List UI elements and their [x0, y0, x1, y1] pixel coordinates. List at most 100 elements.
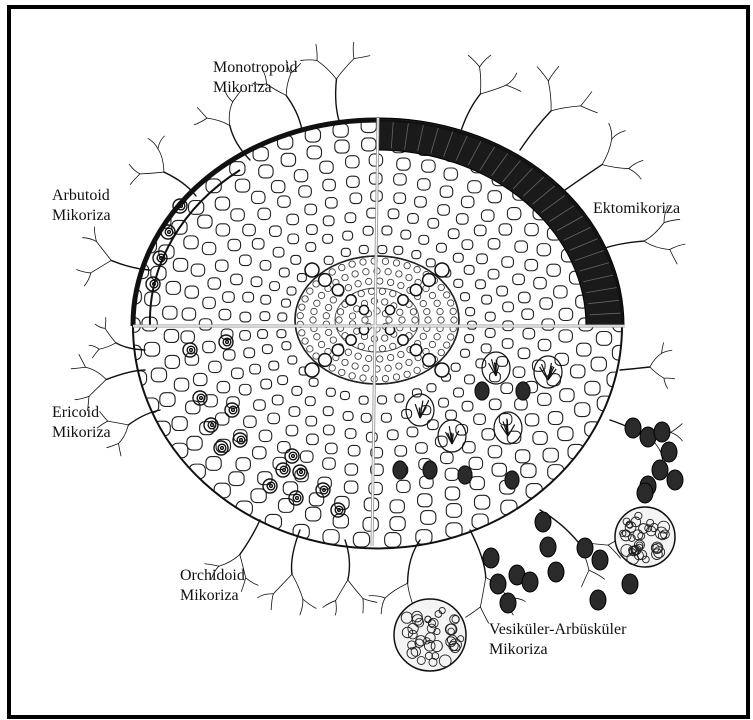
cortex-cell: [216, 224, 230, 236]
xylem-vessel: [319, 274, 332, 287]
cortex-cell: [236, 458, 250, 471]
cortex-cell: [560, 389, 574, 402]
hypha-segment: [609, 123, 612, 139]
hypha-segment: [79, 354, 86, 367]
cortex-cell: [415, 197, 427, 208]
cortex-cell: [397, 158, 411, 170]
vesicle: [590, 590, 606, 610]
coil-core: [211, 424, 214, 427]
coil-core: [240, 439, 243, 442]
cortex-cell: [474, 225, 486, 236]
xylem-vessel: [435, 363, 449, 377]
hypha-segment: [620, 367, 650, 370]
label-orchidoid-mycorrhiza: Orchidoid Mikoriza: [180, 566, 245, 606]
cortex-cell: [202, 242, 216, 254]
xylem-vessel: [398, 335, 408, 345]
cortex-cell: [513, 367, 525, 378]
cortex-cell: [165, 355, 179, 368]
cortex-cell: [208, 278, 221, 289]
cortex-cell: [228, 239, 241, 250]
hypha-segment: [95, 324, 105, 328]
intracellular-vesicle: [475, 382, 489, 400]
cortex-cell: [503, 302, 514, 312]
intracellular-vesicle: [516, 382, 530, 400]
cortex-cell: [533, 432, 547, 445]
cortex-cell: [394, 246, 403, 254]
cortex-cell: [277, 330, 286, 338]
cortex-cell: [253, 447, 267, 459]
cortex-cell: [278, 442, 291, 453]
cortex-cell: [445, 468, 459, 480]
hypha-segment: [158, 136, 165, 149]
coil-core: [323, 489, 326, 492]
cortex-cell: [198, 215, 212, 228]
cortex-cell: [335, 140, 349, 153]
hypha-segment: [107, 443, 119, 447]
hypha-segment: [130, 174, 140, 185]
vesicle: [661, 442, 677, 462]
coil-inner: [165, 228, 173, 236]
cortex-cell: [243, 224, 256, 235]
xylem-vessel: [319, 354, 332, 367]
cortex-cell: [288, 234, 299, 244]
cortex-cell: [445, 113, 461, 128]
xylem-vessel: [410, 284, 422, 296]
cortex-cell: [345, 213, 356, 223]
vesicle: [637, 483, 653, 503]
cortex-cell: [278, 196, 291, 207]
cortex-cell: [381, 413, 391, 422]
cortex-cell: [465, 335, 474, 343]
cortex-cell: [523, 328, 535, 339]
cortex-cell: [261, 295, 271, 304]
cortex-cell: [547, 264, 561, 276]
cortex-cell: [543, 448, 558, 462]
cortex-cell: [482, 429, 495, 440]
coil-inner: [320, 486, 328, 494]
hypha-segment: [670, 250, 677, 264]
cortex-cell: [390, 517, 405, 531]
cortex-cell: [343, 412, 353, 421]
xylem-vessel: [359, 305, 368, 314]
hypha-segment: [336, 580, 348, 601]
cortex-cell: [477, 254, 488, 264]
coil-inner: [289, 452, 297, 460]
hypha-segment: [92, 349, 99, 358]
cortex-cell: [230, 162, 245, 176]
cortex-cell: [184, 236, 198, 249]
cortex-cell: [258, 208, 271, 219]
hypha-segment: [89, 345, 99, 349]
cortex-cell: [144, 342, 159, 356]
coil-core: [200, 397, 203, 400]
cortex-cell: [229, 472, 244, 486]
hypha-segment: [300, 599, 303, 615]
cortex-cell: [323, 179, 336, 190]
hypha-segment: [612, 131, 626, 140]
cortex-cell: [488, 239, 500, 250]
cortex-cell: [416, 443, 428, 454]
cortex-cell: [585, 381, 600, 395]
coil-inner: [293, 494, 301, 502]
cortex-cell: [294, 170, 308, 182]
cortex-cell: [488, 446, 502, 458]
intracellular-vesicle: [505, 471, 519, 489]
cortex-cell: [172, 417, 187, 431]
cortex-cell: [289, 407, 300, 417]
cortex-cell: [439, 398, 449, 407]
cortex-cell: [231, 209, 245, 221]
cortex-cell: [250, 364, 261, 374]
cortex-cell: [488, 191, 502, 203]
cortex-cell: [538, 393, 552, 405]
cortex-cell: [286, 425, 298, 436]
hypha-segment: [650, 353, 662, 367]
cortex-cell: [461, 196, 474, 207]
hypha-segment: [537, 67, 548, 81]
label-monotropoid-mycorrhiza: Monotropoid Mikoriza: [213, 58, 297, 98]
cortex-cell: [444, 168, 458, 180]
cortex-cell: [232, 368, 244, 379]
hypha-segment: [273, 574, 292, 594]
hypha-segment: [207, 118, 230, 125]
cortex-cell: [350, 193, 362, 204]
cortex-cell: [468, 181, 482, 193]
cortex-cell: [359, 396, 368, 404]
coil-core: [338, 509, 341, 512]
